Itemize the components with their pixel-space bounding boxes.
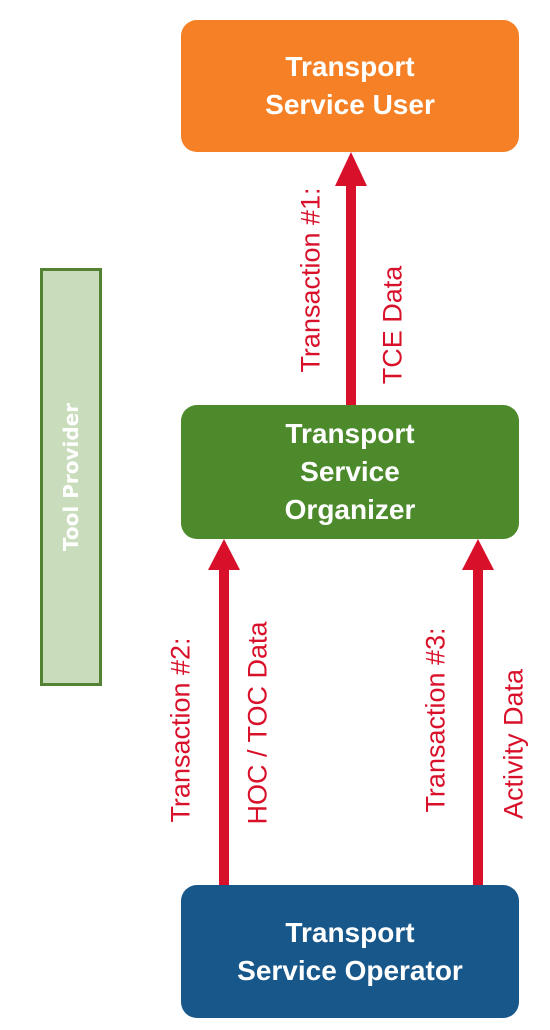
arrow-2-shaft xyxy=(219,568,229,886)
arrow-3-shaft xyxy=(473,568,483,886)
user-line-2: Service User xyxy=(265,89,435,120)
arrow-2-head xyxy=(208,539,240,570)
organizer-line-3: Organizer xyxy=(284,494,416,525)
organizer-line-1: Transport xyxy=(285,418,415,449)
arrow-1-head xyxy=(335,152,367,186)
transaction-3-label: Transaction #3: xyxy=(420,627,451,813)
transaction-1-data: TCE Data xyxy=(377,265,408,385)
arrow-3-head xyxy=(462,539,494,570)
transport-service-user-node: Transport Service User xyxy=(181,20,519,152)
operator-line-2: Service Operator xyxy=(237,954,463,986)
tool-provider-box: Tool Provider xyxy=(40,268,102,686)
organizer-line-2: Service xyxy=(300,456,400,487)
transaction-2-data: HOC / TOC Data xyxy=(242,621,273,825)
arrow-1-shaft xyxy=(346,184,356,406)
transaction-1-label: Transaction #1: xyxy=(295,187,326,373)
transaction-3-data: Activity Data xyxy=(498,668,529,820)
transaction-2-label: Transaction #2: xyxy=(165,637,196,823)
operator-line-1: Transport xyxy=(285,916,415,948)
transport-service-organizer-node: Transport Service Organizer xyxy=(181,405,519,539)
transport-service-operator-node: Transport Service Operator xyxy=(181,885,519,1018)
user-line-1: Transport xyxy=(285,51,415,82)
